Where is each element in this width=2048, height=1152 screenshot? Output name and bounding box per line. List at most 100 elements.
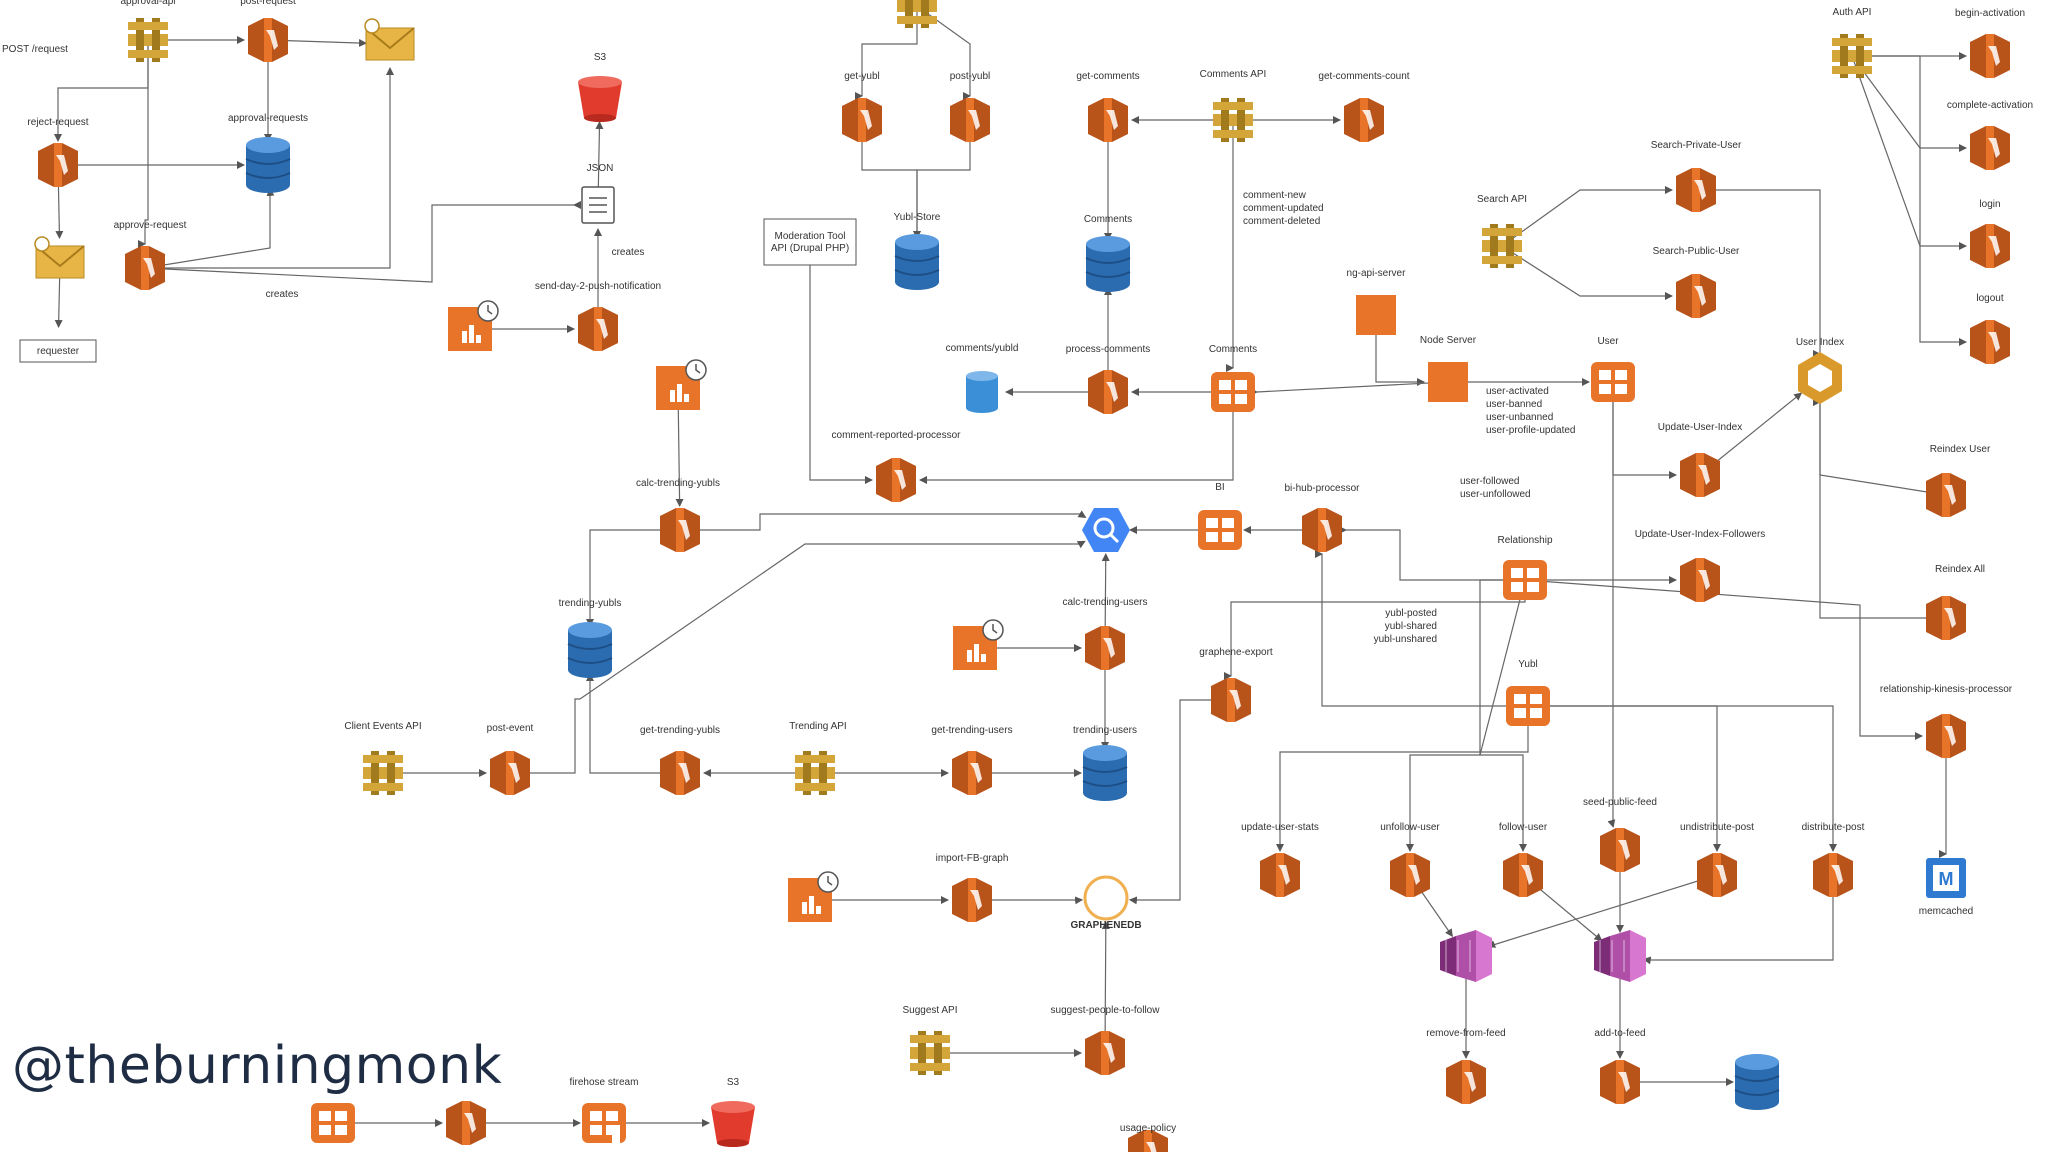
apigw-suggest-apigateway-node — [910, 1031, 950, 1075]
begin-activation-lambda-node — [1970, 34, 2010, 78]
json-doc-label: JSON — [587, 163, 614, 174]
suggest-people-lambda-node — [1085, 1031, 1125, 1075]
get-yubl-label: get-yubl — [844, 71, 880, 82]
reject-request-lambda-node — [38, 143, 78, 187]
edge-apigw_top_mid-to-get_yubl — [858, 6, 918, 97]
sched4-scheduled-node — [788, 871, 839, 922]
import-fb-graph-label: import-FB-graph — [936, 853, 1009, 864]
get-trending-users-lambda-node — [952, 751, 992, 795]
login-lambda-node — [1970, 224, 2010, 268]
requester-box-node — [19, 339, 97, 363]
add-to-feed-label: add-to-feed — [1594, 1028, 1645, 1039]
post-request-text-annotation: POST /request — [2, 44, 68, 55]
apigw-search-label: Search API — [1477, 194, 1527, 205]
get-trending-yubls-lambda-node — [660, 751, 700, 795]
kinesis-remove-kinesis-node — [1440, 930, 1492, 982]
author-watermark: @theburningmonk — [12, 1036, 503, 1096]
apigw-comments-apigateway-node — [1213, 98, 1253, 142]
email-left-email-node — [34, 236, 85, 279]
calc-trending-yubls-lambda-node — [660, 508, 700, 552]
bi-box-label: BI — [1215, 482, 1224, 493]
send-push-lambda-node — [578, 307, 618, 351]
calc-trending-users-lambda-node — [1085, 626, 1125, 670]
apigw-search-apigateway-node — [1482, 224, 1522, 268]
post-request-lambda-node — [248, 18, 288, 62]
edge-yubl_stream-to-bi_hub — [1318, 553, 1528, 707]
edge-node_server-to-comments_stream — [1256, 381, 1449, 396]
edge-apigw_auth-to-login — [1851, 55, 1967, 250]
edge-apigw_search-to-search_private — [1501, 186, 1673, 247]
distribute-post-lambda-node — [1813, 853, 1853, 897]
get-trending-yubls-label: get-trending-yubls — [640, 725, 720, 736]
trending-users-dynamodb-node — [1082, 745, 1128, 801]
edge-yubl_stream-to-undistribute_post — [1528, 705, 1721, 852]
yubl-stream-label: Yubl — [1518, 659, 1537, 670]
usage-policy-lambda-node — [1128, 1130, 1168, 1152]
bi-hub-label: bi-hub-processor — [1284, 483, 1360, 494]
graphene-export-label: graphene-export — [1199, 647, 1273, 658]
post-request-label: post-request — [240, 0, 296, 7]
process-comments-lambda-node — [1088, 370, 1128, 414]
edge-apigw_auth-to-logout — [1851, 55, 1967, 346]
bi-hub-lambda-node — [1302, 508, 1342, 552]
get-comments-count-lambda-node — [1344, 98, 1384, 142]
reject-request-label: reject-request — [27, 117, 88, 128]
edge-ng_api_server-to-node_server — [1375, 315, 1425, 386]
search-private-label: Search-Private-User — [1651, 140, 1742, 151]
edge-relationship_stream-to-graphene_export — [1227, 580, 1526, 677]
relationship-stream-label: Relationship — [1497, 535, 1552, 546]
graphenedb-graphene-node — [1083, 875, 1129, 921]
apigw-approval-label: approval-api — [120, 0, 175, 7]
import-fb-graph-lambda-node — [952, 878, 992, 922]
graphene-export-lambda-node — [1211, 678, 1251, 722]
edge-comments_stream-to-comment_reported — [919, 392, 1234, 484]
reindex-user-lambda-node — [1926, 473, 1966, 517]
ng-api-server-label: ng-api-server — [1347, 268, 1407, 279]
node-server-ec2-node — [1428, 362, 1468, 402]
user-stream-kinesis_orange-node — [1591, 362, 1635, 402]
edge-relationship_stream-to-unfollow_user — [1406, 579, 1525, 852]
graphenedb-label: GRAPHENEDB — [1070, 920, 1141, 931]
apigw-trending-apigateway-node — [795, 751, 835, 795]
sched1-scheduled-node — [448, 300, 499, 351]
user-stream-label: User — [1597, 336, 1619, 347]
seed-public-feed-label: seed-public-feed — [1583, 797, 1657, 808]
apigw-client-apigateway-node — [363, 751, 403, 795]
feed-db-dynamodb-node — [1734, 1054, 1780, 1110]
send-push-label: send-day-2-push-notification — [535, 281, 661, 292]
comments-yubld-label: comments/yubld — [946, 343, 1019, 354]
get-comments-lambda-node — [1088, 98, 1128, 142]
search-private-lambda-node — [1676, 168, 1716, 212]
comments-stream-label: Comments — [1209, 344, 1257, 355]
seed-public-feed-lambda-node — [1600, 828, 1640, 872]
sched3-scheduled-node — [953, 619, 1004, 670]
update-user-index-followers-lambda-node — [1680, 558, 1720, 602]
suggest-people-label: suggest-people-to-follow — [1051, 1005, 1161, 1016]
relationship-kinesis-label: relationship-kinesis-processor — [1880, 684, 2013, 695]
post-event-lambda-node — [490, 751, 530, 795]
update-user-index-label: Update-User-Index — [1658, 422, 1742, 433]
update-user-index-lambda-node — [1680, 453, 1720, 497]
kinesis-bottom-kinesis_orange-node — [311, 1103, 355, 1143]
reindex-all-lambda-node — [1926, 596, 1966, 640]
edge-reindex_all-to-user_index — [1816, 401, 1946, 619]
calc-trending-yubls-label: calc-trending-yubls — [636, 478, 720, 489]
get-comments-count-label: get-comments-count — [1318, 71, 1409, 82]
reindex-user-label: Reindex User — [1930, 444, 1991, 455]
reindex-all-label: Reindex All — [1935, 564, 1985, 575]
edge-relationship_stream-to-bi_hub — [1345, 526, 1525, 581]
comments-stream-kinesis_orange-node — [1211, 372, 1255, 412]
add-to-feed-lambda-node — [1600, 1060, 1640, 1104]
process-comments-label: process-comments — [1066, 344, 1150, 355]
moderation-box-node — [763, 218, 857, 266]
edge-post_event-to-bigquery — [510, 540, 1086, 774]
get-yubl-lambda-node — [842, 98, 882, 142]
comments-db-dynamodb-node — [1085, 236, 1131, 292]
comment-reported-lambda-node — [876, 458, 916, 502]
edge-approve_request-to-email_top — [145, 67, 394, 269]
